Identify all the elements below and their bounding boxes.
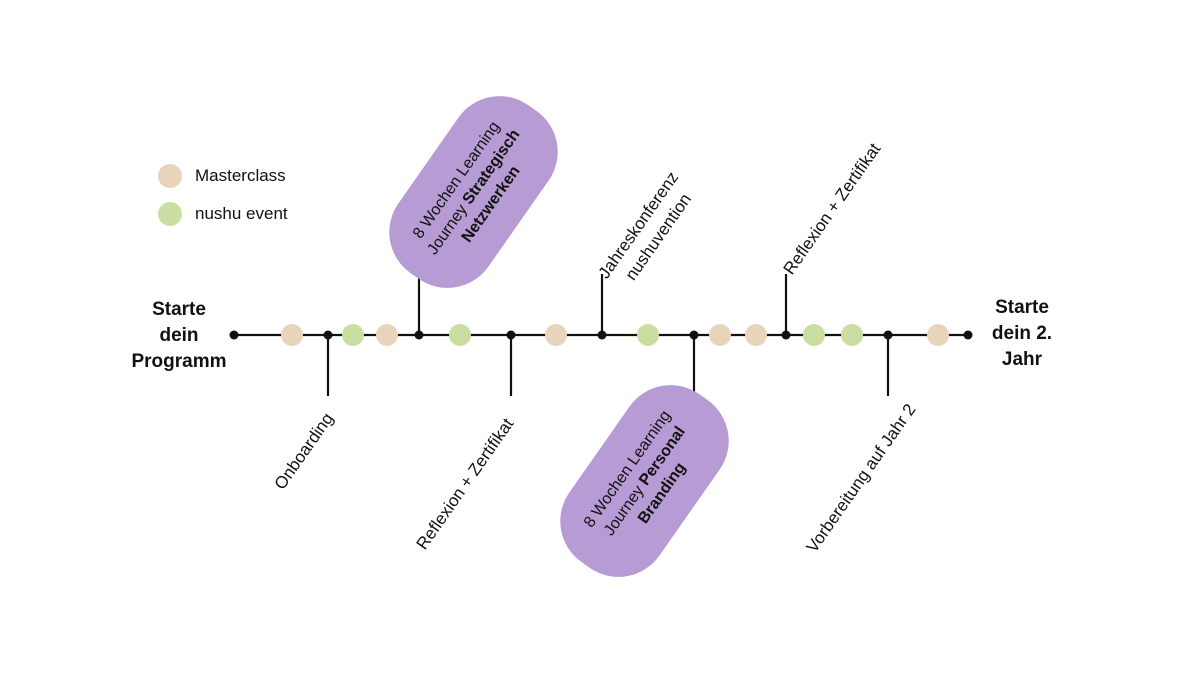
junction-dot [414, 330, 424, 340]
masterclass-dot [745, 324, 767, 346]
junction-dot [963, 330, 973, 340]
legend-event-label: nushu event [195, 204, 288, 223]
masterclass-dot [927, 324, 949, 346]
legend-event-dot [158, 202, 182, 226]
legend-masterclass-label: Masterclass [195, 166, 286, 185]
event-dot [803, 324, 825, 346]
masterclass-dot [376, 324, 398, 346]
legend-event: nushu event [158, 202, 288, 226]
junction-dot [781, 330, 791, 340]
junction-dot [323, 330, 333, 340]
junction-dot [506, 330, 516, 340]
junction-dot [689, 330, 699, 340]
masterclass-dot [709, 324, 731, 346]
junction-dot [229, 330, 239, 340]
legend-masterclass: Masterclass [158, 164, 286, 188]
junction-dot [883, 330, 893, 340]
event-dot [449, 324, 471, 346]
event-dot [342, 324, 364, 346]
event-dots [281, 324, 949, 346]
masterclass-dot [545, 324, 567, 346]
event-dot [841, 324, 863, 346]
masterclass-dot [281, 324, 303, 346]
junction-dots [229, 330, 973, 340]
event-dot [637, 324, 659, 346]
junction-dot [597, 330, 607, 340]
legend-masterclass-dot [158, 164, 182, 188]
